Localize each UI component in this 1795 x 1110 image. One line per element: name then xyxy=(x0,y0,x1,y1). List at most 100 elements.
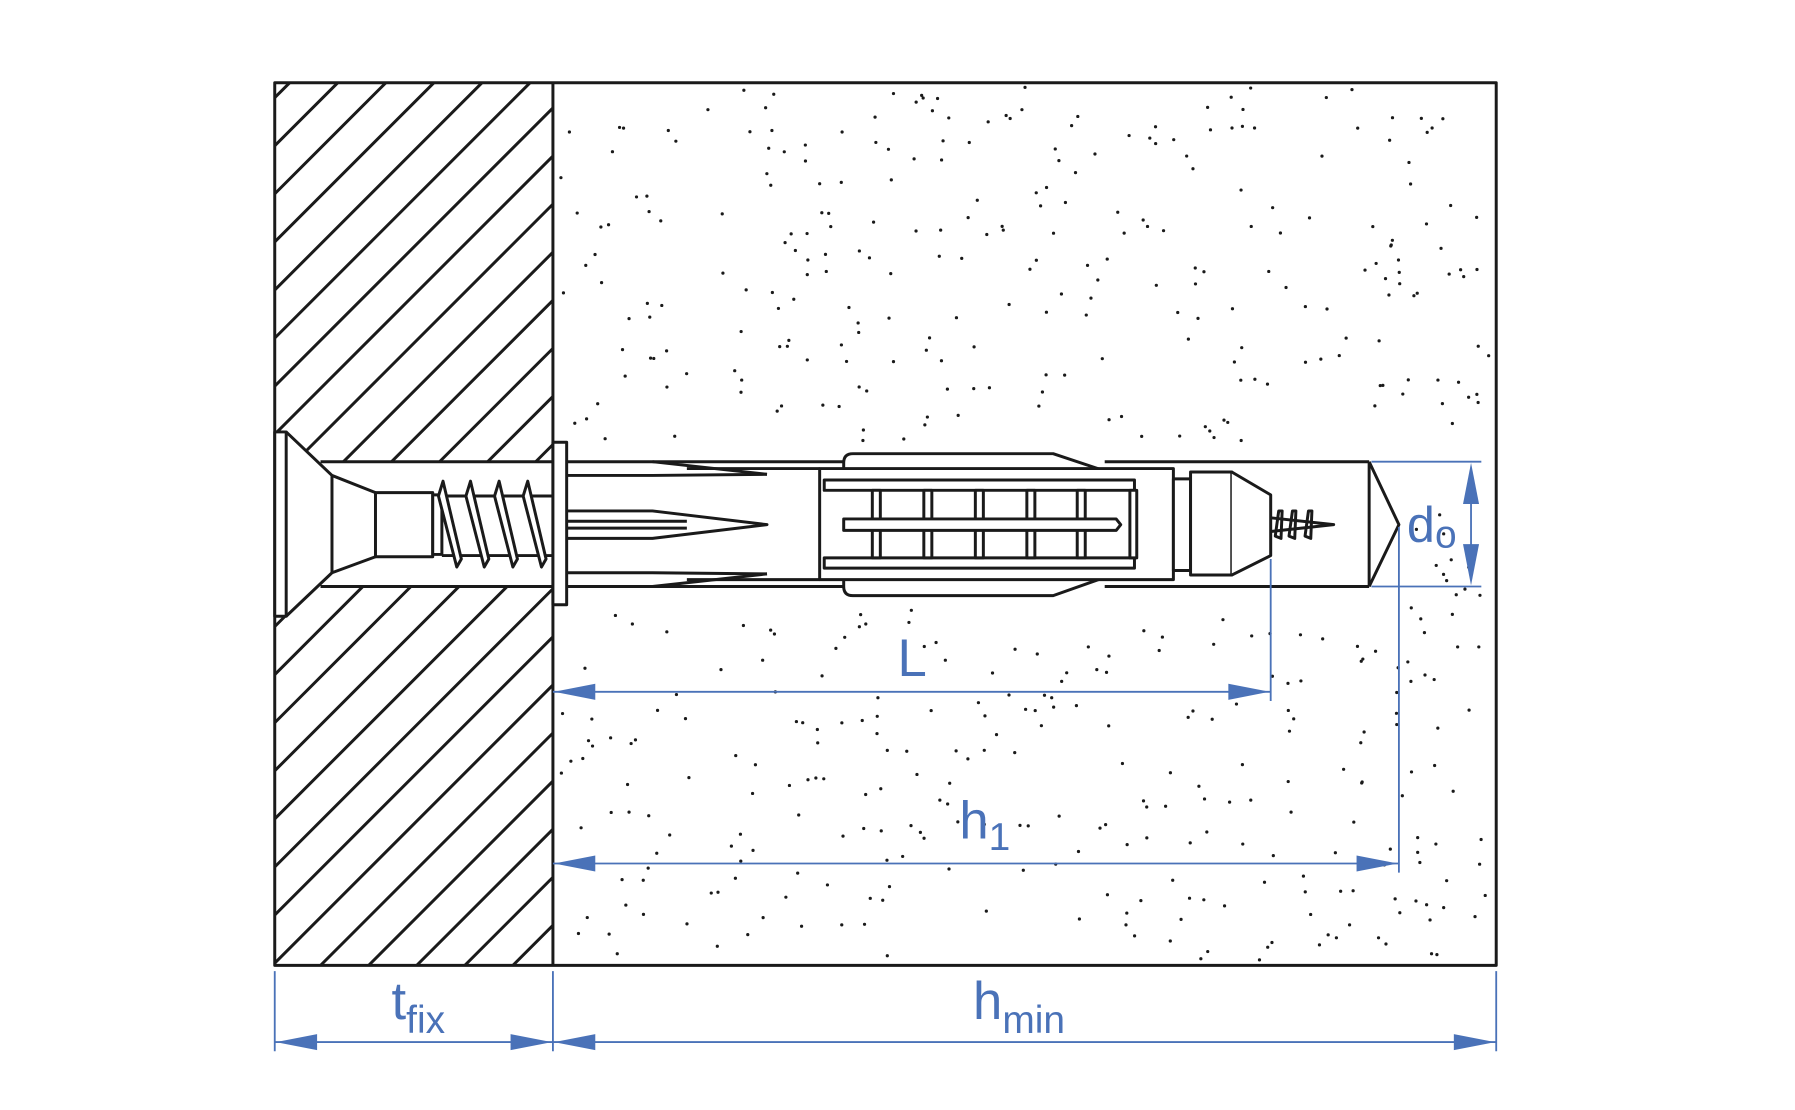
concrete-dot xyxy=(739,329,743,334)
concrete-dot xyxy=(1350,88,1354,92)
concrete-dot xyxy=(1197,784,1201,788)
concrete-dot xyxy=(593,252,597,257)
concrete-dot xyxy=(1240,763,1245,767)
concrete-dot xyxy=(775,409,779,413)
concrete-dot xyxy=(994,733,999,737)
concrete-dot xyxy=(1212,642,1216,646)
concrete-dot xyxy=(803,143,807,147)
concrete-dot xyxy=(579,826,583,830)
concrete-dot xyxy=(715,944,719,948)
concrete-dot xyxy=(820,211,824,215)
concrete-dot xyxy=(801,721,805,725)
concrete-dot xyxy=(646,866,650,870)
concrete-dot xyxy=(806,778,810,782)
concrete-dot xyxy=(803,159,808,163)
concrete-dot xyxy=(824,269,828,274)
concrete-dot xyxy=(793,248,797,253)
concrete-dot xyxy=(1222,418,1226,422)
hatch-line xyxy=(274,586,553,870)
concrete-dot xyxy=(1363,268,1367,272)
concrete-dot xyxy=(764,106,768,110)
concrete-dot xyxy=(987,386,992,390)
concrete-dot xyxy=(742,88,746,92)
concrete-dot xyxy=(1398,282,1402,286)
concrete-dot xyxy=(733,369,737,373)
concrete-dot xyxy=(1132,934,1137,938)
svg-text:do: do xyxy=(1407,496,1457,557)
concrete-dot xyxy=(1154,141,1158,146)
concrete-dot xyxy=(954,316,959,320)
concrete-dot xyxy=(859,613,863,617)
concrete-dot xyxy=(738,832,743,836)
concrete-dot xyxy=(1104,822,1108,827)
concrete-dot xyxy=(886,147,891,151)
concrete-dot xyxy=(947,116,951,120)
concrete-dot xyxy=(1439,246,1443,250)
concrete-dot xyxy=(1179,917,1183,921)
concrete-dot xyxy=(1239,438,1243,443)
concrete-dot xyxy=(1266,945,1270,949)
concrete-dot xyxy=(596,402,600,406)
hmin-label: h xyxy=(973,972,1002,1031)
concrete-dot xyxy=(624,903,628,907)
concrete-dot xyxy=(879,829,883,833)
concrete-dot xyxy=(1373,404,1377,408)
concrete-dot xyxy=(922,836,926,840)
concrete-dot xyxy=(1462,274,1466,279)
concrete-dot xyxy=(1408,182,1413,186)
concrete-dot xyxy=(1388,847,1392,851)
concrete-dot xyxy=(1202,797,1207,801)
concrete-dot xyxy=(1141,218,1145,222)
concrete-dot xyxy=(1257,958,1262,962)
concrete-dot xyxy=(784,895,788,899)
concrete-dot xyxy=(1317,943,1322,947)
concrete-dot xyxy=(559,176,563,180)
concrete-dot xyxy=(873,115,877,119)
concrete-dot xyxy=(776,306,781,311)
concrete-dot xyxy=(1026,824,1030,828)
dimension-tfix: tfix xyxy=(273,971,554,1052)
concrete-dot xyxy=(1473,915,1477,919)
concrete-dot xyxy=(683,716,688,721)
concrete-dot xyxy=(668,833,672,837)
concrete-dot xyxy=(660,303,664,308)
concrete-dot xyxy=(1467,395,1471,399)
screw xyxy=(273,430,553,618)
concrete-dot xyxy=(1145,836,1149,840)
hatch-line xyxy=(367,778,553,966)
concrete-dot xyxy=(1394,711,1399,715)
concrete-dot xyxy=(609,736,613,740)
concrete-dot xyxy=(1319,357,1323,361)
concrete-dot xyxy=(927,336,932,340)
concrete-dot xyxy=(652,356,656,361)
concrete-dot xyxy=(1023,707,1028,711)
concrete-dot xyxy=(648,315,652,319)
concrete-dot xyxy=(909,608,913,612)
concrete-dot xyxy=(1355,644,1360,648)
concrete-dot xyxy=(805,358,809,362)
concrete-dot xyxy=(1476,344,1480,348)
concrete-dot xyxy=(1119,414,1124,419)
concrete-dot xyxy=(983,714,987,718)
concrete-dot xyxy=(920,93,924,97)
concrete-dot xyxy=(1433,763,1437,768)
concrete-dot xyxy=(1395,722,1399,727)
concrete-dot xyxy=(941,139,945,143)
concrete-dot xyxy=(821,403,825,407)
tip-thread xyxy=(1287,509,1298,540)
concrete-dot xyxy=(585,915,589,920)
concrete-dot xyxy=(613,613,618,618)
concrete-dot xyxy=(750,791,755,796)
concrete-dot xyxy=(1303,304,1307,309)
concrete-dot xyxy=(868,896,872,900)
concrete-dot xyxy=(1373,649,1378,653)
concrete-dot xyxy=(1286,681,1290,685)
hatch-line xyxy=(274,82,435,245)
concrete-dot xyxy=(1347,923,1352,927)
concrete-dot xyxy=(805,273,809,277)
concrete-dot xyxy=(748,130,752,134)
concrete-dot xyxy=(716,890,720,894)
concrete-dot xyxy=(930,109,935,113)
concrete-dot xyxy=(943,658,947,662)
